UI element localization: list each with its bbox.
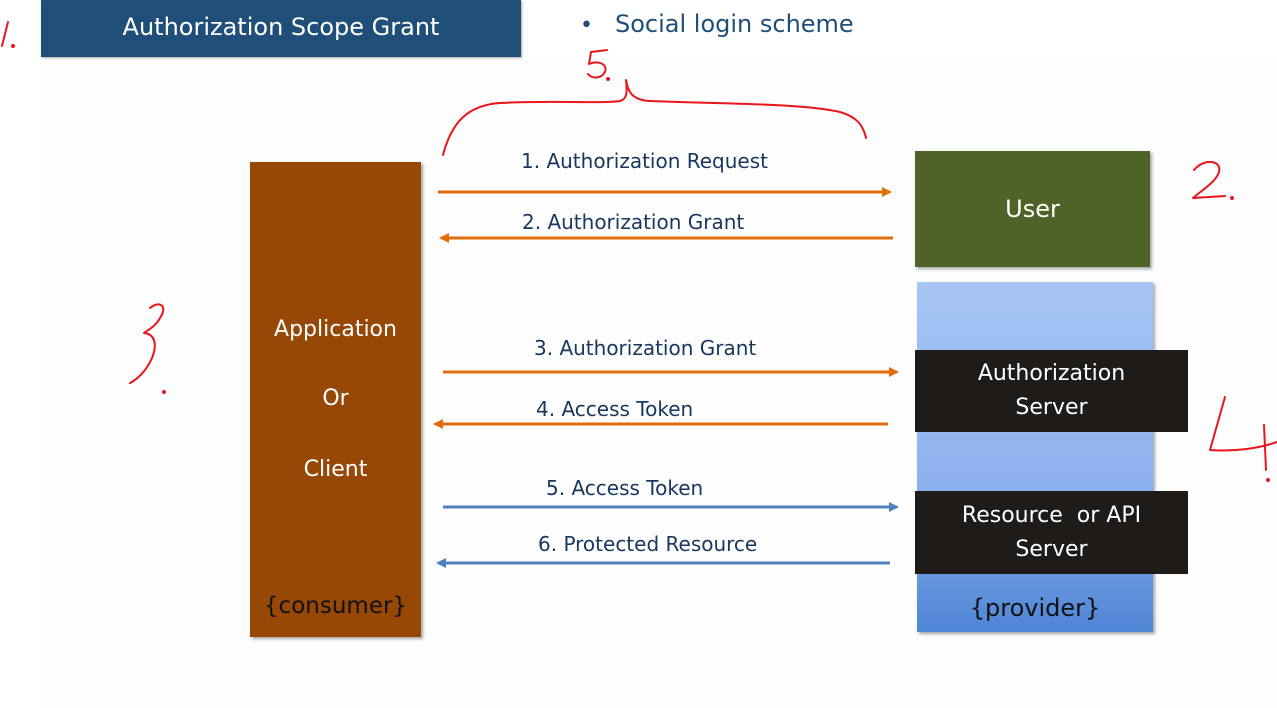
auth-server-line1: Authorization [977,361,1126,386]
authorization-server-box: Authorization Server [915,350,1188,432]
consumer-line-client: Client [303,457,368,482]
arrow-label-2: 2. Authorization Grant [522,210,745,234]
arrow-label-5: 5. Access Token [546,476,704,500]
user-label: User [1005,195,1060,223]
bullet-dot-icon: • [580,13,593,38]
provider-tag: {provider} [969,594,1101,622]
bullet-point: • Social login scheme [580,10,854,38]
annotation-1-mark [1,21,9,47]
title-banner: Authorization Scope Grant [41,0,521,57]
resource-server-line1: Resource or API [961,502,1142,528]
auth-server-line2: Server [1015,395,1088,420]
arrow-label-1: 1. Authorization Request [521,149,768,173]
consumer-tag: {consumer} [263,593,408,619]
consumer-line-application: Application [274,317,397,342]
consumer-line-or: Or [322,386,349,411]
slide-title: Authorization Scope Grant [122,12,440,41]
annotation-2-mark [1192,161,1226,199]
annotation-brace [442,79,867,156]
arrow-label-3: 3. Authorization Grant [534,336,757,360]
bullet-text: Social login scheme [614,10,854,38]
resource-server-line2: Server [1015,536,1088,562]
user-box: User [915,151,1150,267]
arrow-label-6: 6. Protected Resource [538,532,758,556]
consumer-box: Application Or Client {consumer} [250,162,421,637]
annotation-5-mark [587,49,608,79]
resource-server-box: Resource or API Server [915,491,1188,574]
arrow-label-4: 4. Access Token [536,397,694,421]
annotation-3-mark [129,303,165,384]
annotation-4-mark [1209,396,1277,471]
